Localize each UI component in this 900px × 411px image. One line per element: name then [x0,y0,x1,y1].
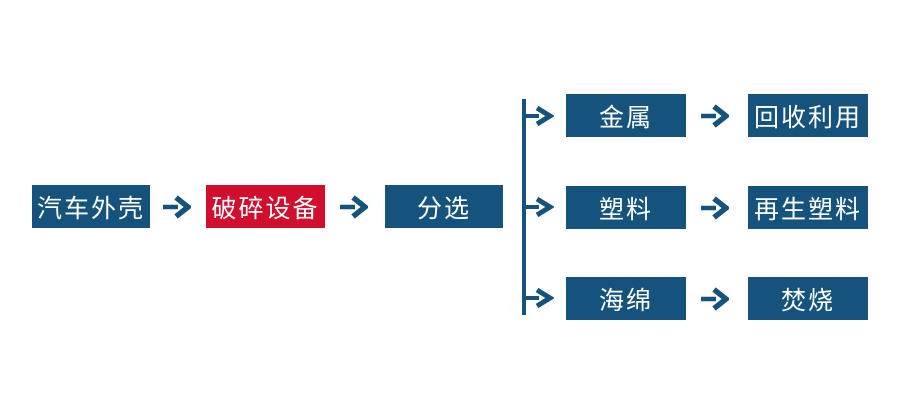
branch-arrow-icon [524,287,555,309]
flow-arrow-icon [701,287,731,311]
node-car-shell: 汽车外壳 [32,185,150,228]
node-sorting: 分选 [385,185,503,228]
node-incineration: 焚烧 [748,277,868,320]
flow-arrow-icon [701,196,731,220]
node-plastic: 塑料 [566,186,686,229]
branch-arrow-icon [524,196,555,218]
node-crushing-equipment: 破碎设备 [206,185,325,228]
flow-arrow-icon [340,195,370,219]
flow-arrow-icon [701,104,731,128]
node-recycled-plastic: 再生塑料 [748,186,868,229]
node-recycling: 回收利用 [748,94,868,137]
branch-arrow-icon [524,105,555,127]
node-metal: 金属 [566,94,686,137]
flow-arrow-icon [163,195,193,219]
node-sponge: 海绵 [566,277,686,320]
